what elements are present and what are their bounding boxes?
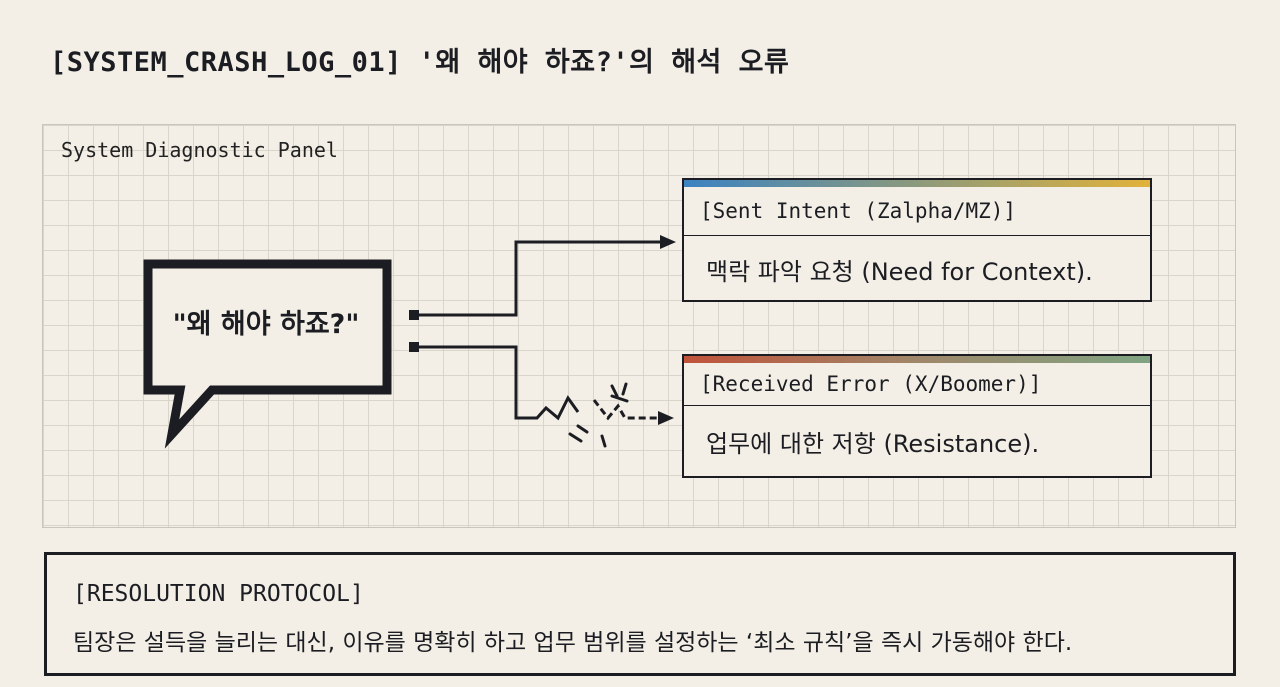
received-error-box: [Received Error (X/Boomer)] 업무에 대한 저항 (R… <box>682 354 1152 478</box>
intent-connector-line <box>419 240 662 317</box>
error-arrowhead <box>658 411 674 425</box>
connector-node-bottom <box>409 342 419 352</box>
error-connector-line-broken <box>592 399 660 421</box>
error-connector-line <box>419 345 580 421</box>
received-error-body: 업무에 대한 저항 (Resistance). <box>706 430 1040 458</box>
page-title: [SYSTEM_CRASH_LOG_01] '왜 해야 하죠?'의 해석 오류 <box>50 47 790 78</box>
speech-bubble-text: "왜 해야 하죠?" <box>172 309 360 340</box>
break-spark-icon <box>568 382 629 448</box>
panel-label: System Diagnostic Panel <box>61 138 338 162</box>
sent-intent-body: 맥락 파악 요청 (Need for Context). <box>706 258 1093 286</box>
resolution-protocol-box: [RESOLUTION PROTOCOL] 팀장은 설득을 늘리는 대신, 이유… <box>44 552 1236 676</box>
resolution-protocol-header: [RESOLUTION PROTOCOL] <box>73 581 364 607</box>
connector-node-top <box>409 310 419 320</box>
intent-arrowhead <box>660 235 676 249</box>
speech-bubble <box>143 259 392 449</box>
sent-intent-stripe <box>684 180 1150 187</box>
received-error-stripe <box>684 356 1150 363</box>
received-error-header: [Received Error (X/Boomer)] <box>684 363 1150 406</box>
resolution-protocol-body: 팀장은 설득을 늘리는 대신, 이유를 명확히 하고 업무 범위를 설정하는 ‘… <box>73 630 1073 656</box>
sent-intent-header: [Sent Intent (Zalpha/MZ)] <box>684 187 1150 236</box>
sent-intent-box: [Sent Intent (Zalpha/MZ)] 맥락 파악 요청 (Need… <box>682 178 1152 302</box>
